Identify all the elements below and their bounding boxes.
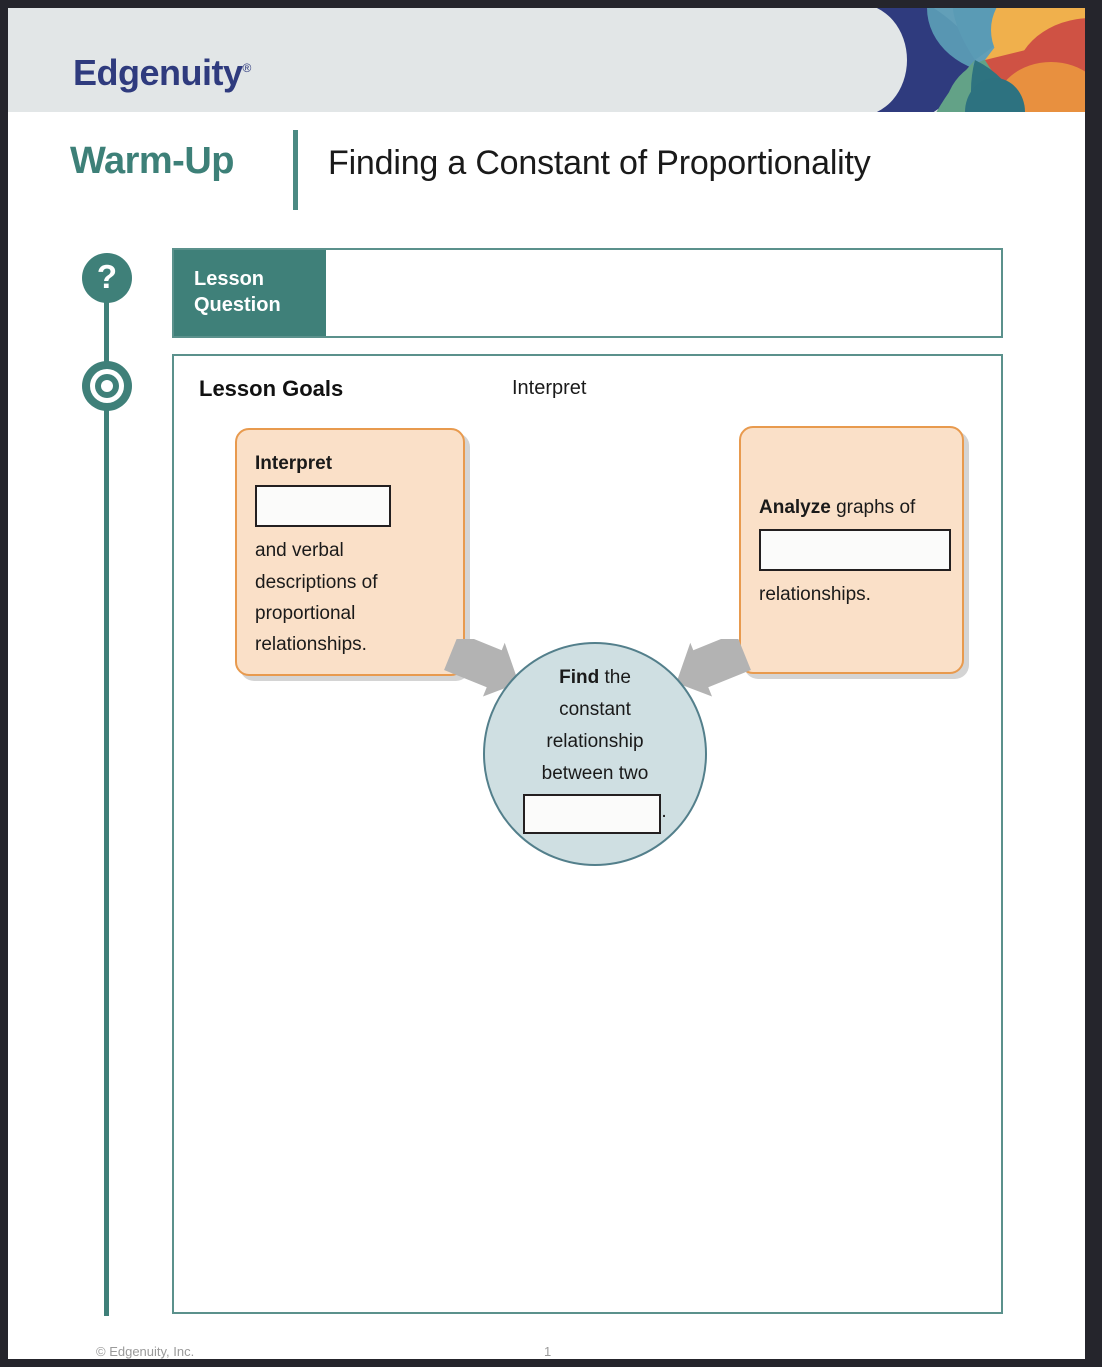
- goal-analyze-blank[interactable]: [759, 529, 951, 571]
- arrow-left-to-center-icon: [441, 632, 527, 701]
- lesson-question-box: Lesson Question: [172, 248, 1003, 338]
- footer-copyright: © Edgenuity, Inc.: [96, 1344, 195, 1359]
- target-core: [101, 380, 113, 392]
- lesson-goals-heading: Lesson Goals: [199, 376, 344, 401]
- target-ring-inner: [95, 374, 119, 398]
- goal-interpret-blank[interactable]: [255, 485, 391, 528]
- goal-find-period: .: [661, 801, 667, 823]
- question-mark-icon: ?: [82, 253, 132, 303]
- target-ring-outer: [90, 369, 124, 403]
- worksheet-page: Edgenuity®: [8, 8, 1085, 1359]
- lesson-question-tab-line2: Question: [194, 294, 281, 316]
- lesson-goals-stray-text: Interpret: [512, 377, 587, 399]
- page-title: Finding a Constant of Proportionality: [328, 144, 871, 182]
- goal-find-line2: constant: [559, 699, 631, 720]
- goal-card-interpret: Interpret and verbal descriptions of pro…: [235, 428, 465, 676]
- goal-analyze-lead-rest: graphs of: [830, 496, 916, 518]
- goal-circle-find: Find the constant relationship between t…: [483, 642, 707, 866]
- progress-rail: [104, 276, 109, 1316]
- registered-mark-icon: ®: [242, 61, 252, 75]
- target-bullseye-icon: [82, 361, 132, 411]
- goal-interpret-lead: Interpret: [255, 453, 333, 474]
- title-row: Warm-Up Finding a Constant of Proportion…: [8, 112, 1085, 226]
- goal-find-line4: between two: [541, 763, 649, 784]
- edgenuity-logo: Edgenuity®: [73, 52, 251, 94]
- goal-analyze-lead: Analyze: [759, 496, 831, 518]
- goal-analyze-lead-row: Analyze graphs of: [759, 492, 944, 523]
- goal-find-blank-row: .: [485, 790, 705, 834]
- title-divider: [293, 130, 298, 210]
- goal-analyze-tail: relationships.: [759, 584, 871, 605]
- goal-find-line1: Find the: [485, 662, 705, 694]
- logo-text: Edgenuity: [73, 52, 243, 93]
- arrow-right-to-center-icon: [668, 632, 754, 701]
- lesson-question-tab: Lesson Question: [174, 250, 326, 336]
- activity-label: Warm-Up: [70, 140, 234, 182]
- header-band: Edgenuity®: [8, 8, 1085, 112]
- goal-find-line3: relationship: [546, 731, 644, 752]
- goal-find-lead-rest: the: [599, 667, 631, 688]
- goal-find-lead: Find: [559, 667, 600, 688]
- lesson-question-answer-field[interactable]: [326, 250, 1001, 336]
- lesson-goals-panel: Lesson Goals Interpret Interpret and ver…: [172, 354, 1003, 1314]
- goal-interpret-tail: and verbal descriptions of proportional …: [255, 540, 378, 656]
- brand-petal-graphic: [855, 8, 1085, 112]
- lesson-question-tab-line1: Lesson: [194, 268, 265, 290]
- goal-find-blank[interactable]: [523, 794, 662, 834]
- goal-card-analyze: Analyze graphs of relationships.: [739, 426, 964, 674]
- footer-page-number: 1: [544, 1344, 552, 1359]
